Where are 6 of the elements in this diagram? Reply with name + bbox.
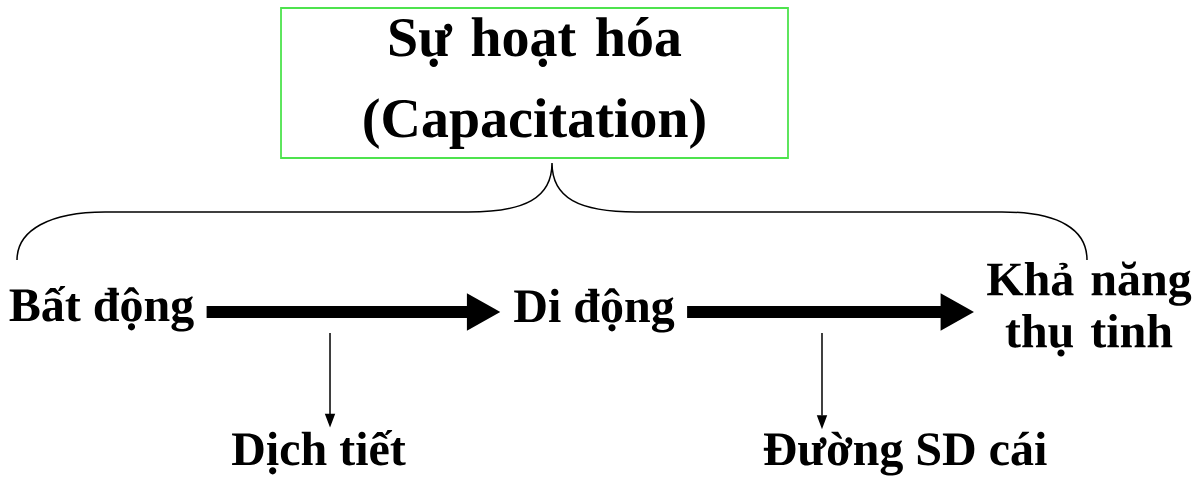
stage-label: Khả năng thụ tinh — [987, 261, 1192, 357]
stage-label: Di động — [514, 288, 675, 333]
stage-label: Bất động — [9, 286, 194, 332]
title-box: Sự hoạt hóa (Capacitation) — [280, 7, 789, 159]
factor-label: Đường SD cái — [763, 431, 1047, 476]
factor-label: Dịch tiết — [232, 430, 406, 475]
